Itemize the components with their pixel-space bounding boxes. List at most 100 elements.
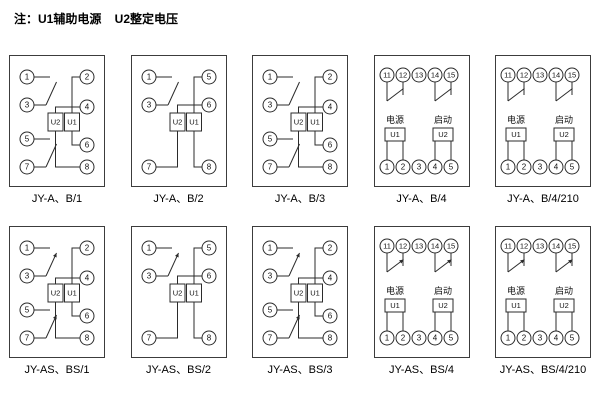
diagram-text: U1 <box>67 118 77 127</box>
terminal: 1 <box>262 240 278 256</box>
unit-box: U2 <box>432 127 453 142</box>
diagram-text: 7 <box>146 163 151 172</box>
terminal-circle-icon <box>532 159 548 175</box>
terminal-circle-icon <box>516 330 532 346</box>
terminal: 7 <box>262 330 278 346</box>
wire <box>298 131 330 168</box>
terminal: 13 <box>411 67 426 83</box>
arrow-head-icon <box>53 253 57 258</box>
terminal-circle-icon <box>322 137 338 153</box>
terminal-circle-icon <box>411 67 426 83</box>
terminal: 11 <box>500 67 516 83</box>
diagram-text: U2 <box>438 301 448 310</box>
terminal-circle-icon <box>500 159 516 175</box>
terminal-circle-icon <box>443 159 458 175</box>
terminal-circle-icon <box>79 308 95 324</box>
diagram-text: 15 <box>568 71 576 80</box>
diagram-text: 6 <box>85 312 90 321</box>
arrow-head-icon <box>520 259 525 264</box>
terminal-circle-icon <box>564 159 580 175</box>
terminal: 15 <box>443 238 458 254</box>
terminal-circle-icon <box>427 159 442 175</box>
diagram-text: 2 <box>522 163 527 172</box>
terminal: 3 <box>411 330 426 346</box>
diagram-text: 11 <box>504 242 512 251</box>
diagram-text: 11 <box>383 242 391 251</box>
contact-switch-icon <box>288 252 300 277</box>
terminal: 1 <box>379 159 394 175</box>
diagram-text: 5 <box>206 244 211 253</box>
terminal-circle-icon <box>262 330 278 346</box>
terminal: 5 <box>443 159 458 175</box>
terminal-circle-icon <box>379 159 394 175</box>
terminal: 14 <box>427 67 442 83</box>
contact-switch-icon <box>288 81 300 106</box>
diagram-text: 14 <box>430 71 438 80</box>
terminal: 15 <box>564 67 580 83</box>
terminal-circle-icon <box>19 69 35 85</box>
terminal-circle-icon <box>201 97 216 113</box>
terminal-circle-icon <box>79 330 95 346</box>
terminal-circle-icon <box>564 238 580 254</box>
wire <box>148 131 178 168</box>
terminal-circle-icon <box>516 159 532 175</box>
unit-box: U2 <box>553 127 575 142</box>
diagram-text: 4 <box>554 163 559 172</box>
terminal: 4 <box>79 99 95 115</box>
diagram-text: 2 <box>400 334 405 343</box>
terminal-circle-icon <box>379 330 394 346</box>
diagram-text: 4 <box>328 274 333 283</box>
terminal-circle-icon <box>322 270 338 286</box>
diagram-text: U1 <box>67 289 77 298</box>
unit-box: U1 <box>505 127 527 142</box>
diagram-text: 5 <box>448 163 453 172</box>
terminal-circle-icon <box>79 137 95 153</box>
diagram-text: 1 <box>268 73 273 82</box>
terminal-circle-icon <box>427 330 442 346</box>
diagram-text: 6 <box>85 141 90 150</box>
terminal: 8 <box>79 330 95 346</box>
terminal-circle-icon <box>379 67 394 83</box>
terminal-circle-icon <box>19 97 35 113</box>
terminal: 7 <box>141 330 156 346</box>
diagram-text: 4 <box>432 163 437 172</box>
arrow-head-icon <box>296 253 300 258</box>
diagram-text: 7 <box>146 334 151 343</box>
terminal-circle-icon <box>262 131 278 147</box>
terminal-circle-icon <box>427 238 442 254</box>
terminal-circle-icon <box>79 240 95 256</box>
module-label: JY-AS、BS/1 <box>24 364 90 376</box>
terminal-circle-icon <box>443 238 458 254</box>
terminal: 1 <box>379 330 394 346</box>
contact-switch-icon <box>45 314 57 339</box>
unit-box: U2 <box>290 283 307 303</box>
terminal-circle-icon <box>201 330 216 346</box>
unit-box: U1 <box>384 127 405 142</box>
terminal: 15 <box>564 238 580 254</box>
terminal-circle-icon <box>262 69 278 85</box>
contact-switch-icon <box>507 88 525 102</box>
unit-box: U2 <box>47 283 64 303</box>
terminal-circle-icon <box>500 238 516 254</box>
terminal-circle-icon <box>427 67 442 83</box>
terminal-circle-icon <box>19 302 35 318</box>
diagram-text: 2 <box>85 73 90 82</box>
diagram-text: 2 <box>400 163 405 172</box>
terminal: 5 <box>564 330 580 346</box>
diagram-text: U2 <box>51 118 61 127</box>
terminal: 6 <box>79 137 95 153</box>
terminal: 7 <box>19 159 35 175</box>
terminal-circle-icon <box>411 159 426 175</box>
module-label: JY-A、B/4 <box>396 193 447 205</box>
diagram-text: 8 <box>85 334 90 343</box>
terminal: 13 <box>532 238 548 254</box>
terminal-circle-icon <box>322 240 338 256</box>
diagram-text: 1 <box>506 163 511 172</box>
